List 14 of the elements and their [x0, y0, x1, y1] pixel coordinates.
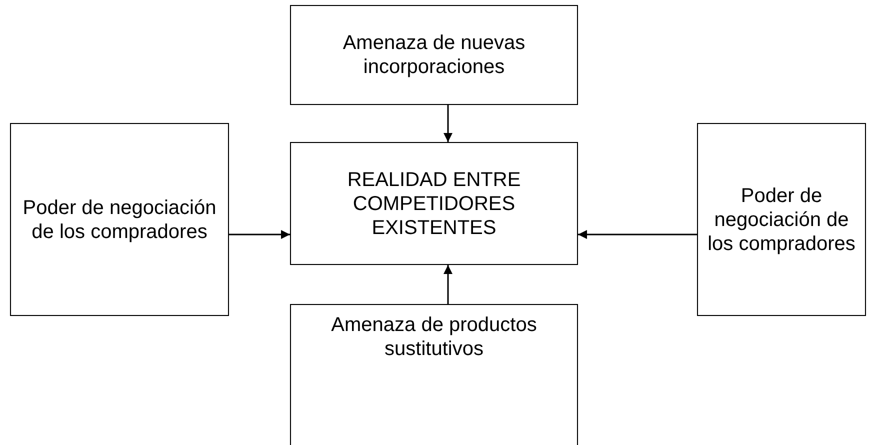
box-label: Amenaza de productos sustitutivos — [330, 313, 538, 361]
process-box — [10, 123, 229, 316]
process-box — [290, 304, 578, 445]
box-label: Poder de negociación de los compradores — [22, 196, 218, 244]
box-label: REALIDAD ENTRE COMPETIDORES EXISTENTES — [346, 168, 522, 240]
arrow — [229, 230, 290, 239]
process-box — [290, 5, 578, 105]
arrow — [578, 230, 697, 239]
arrow — [444, 105, 452, 142]
process-box — [290, 142, 578, 265]
arrow — [444, 265, 452, 304]
process-box — [697, 123, 866, 316]
box-label: Amenaza de nuevas incorporaciones — [342, 31, 526, 79]
box-label: Poder de negociación de los compradores — [706, 184, 856, 256]
